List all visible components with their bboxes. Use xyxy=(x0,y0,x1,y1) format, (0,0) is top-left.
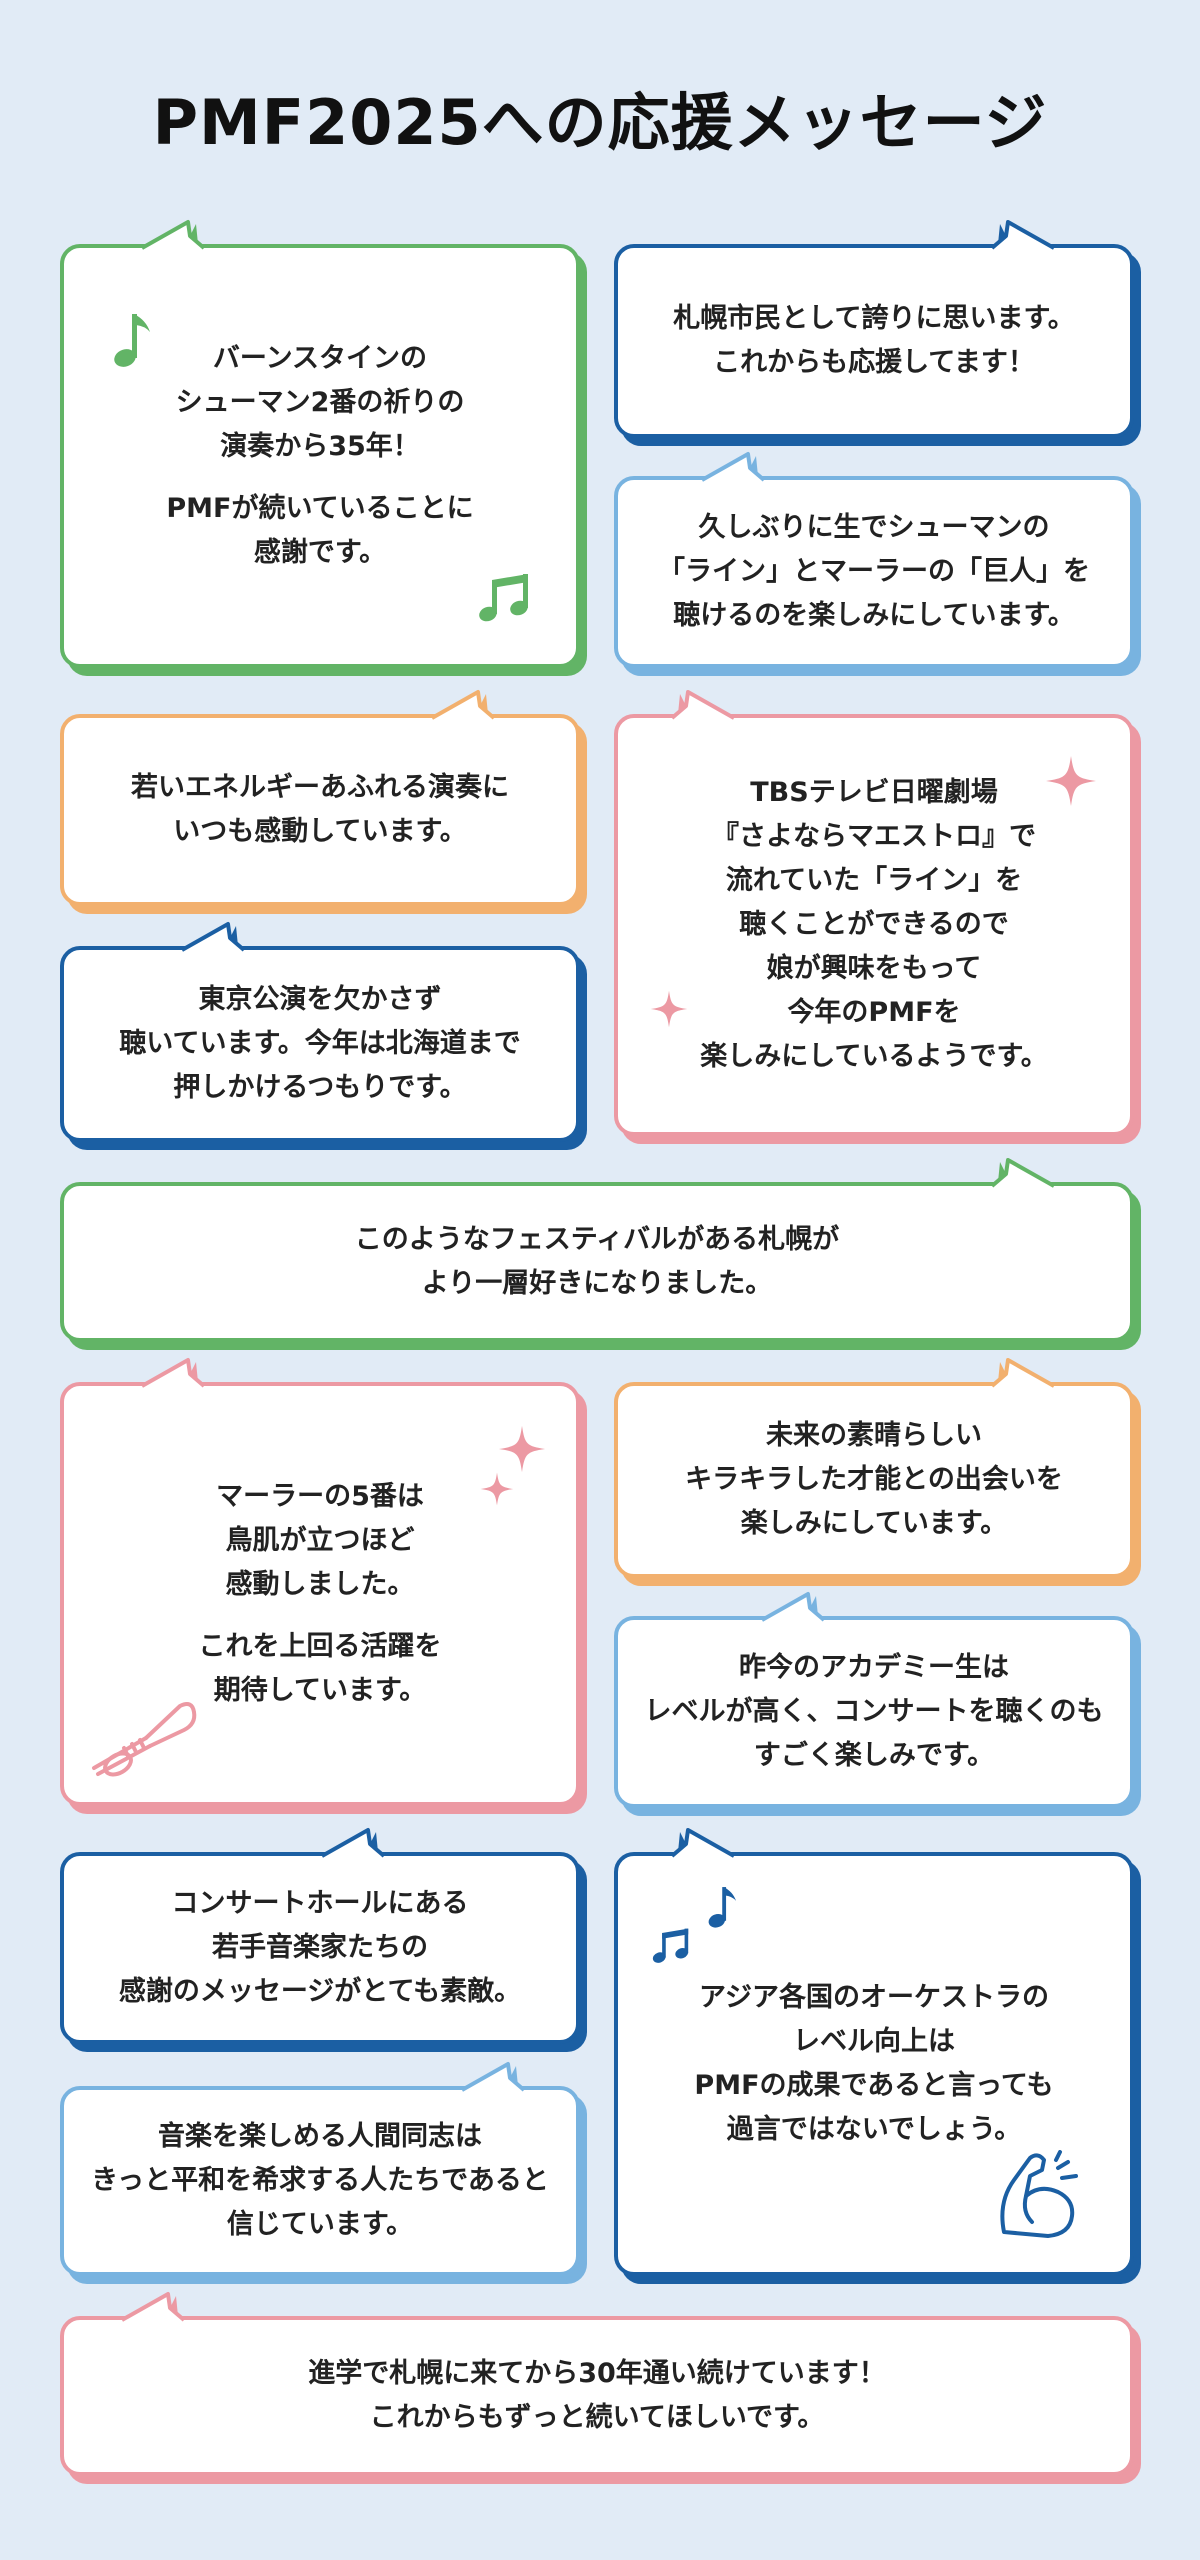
message-schumann-mahler: 久しぶりに生でシューマンの 「ライン」とマーラーの「巨人」を 聴けるのを楽しみに… xyxy=(614,476,1134,668)
sparkle-icon xyxy=(1046,756,1096,806)
speech-tail xyxy=(461,2062,526,2092)
message-tokyo-concerts: 東京公演を欠かさず 聴いています。今年は北海道まで 押しかけるつもりです。 xyxy=(60,946,580,1142)
speech-tail xyxy=(121,2292,186,2322)
message-academy-level: 昨今のアカデミー生は レベルが高く、コンサートを聴くのも すごく楽しみです。 xyxy=(614,1616,1134,1808)
message-text: 進学で札幌に来てから30年通い続けています！ これからもずっと続いてほしいです。 xyxy=(308,2358,886,2433)
message-text: 若いエネルギーあふれる演奏に いつも感動しています。 xyxy=(131,772,509,847)
message-text: 東京公演を欠かさず 聴いています。今年は北海道まで 押しかけるつもりです。 xyxy=(119,984,521,1103)
message-text: マーラーの5番は 鳥肌が立つほど 感動しました。 xyxy=(216,1481,424,1600)
message-text: バーンスタインの シューマン2番の祈りの 演奏から35年！ xyxy=(175,343,465,462)
message-text: アジア各国のオーケストラの レベル向上は PMFの成果であると言っても 過言では… xyxy=(694,1982,1054,2145)
sparkle-icon xyxy=(480,1472,514,1506)
speech-tail xyxy=(141,220,206,250)
message-asian-orchestras: アジア各国のオーケストラの レベル向上は PMFの成果であると言っても 過言では… xyxy=(614,1852,1134,2276)
message-festival-sapporo: このようなフェスティバルがある札幌が より一層好きになりました。 xyxy=(60,1182,1134,1342)
speech-tail xyxy=(670,1828,735,1858)
speech-tail xyxy=(990,1158,1055,1188)
music-note-icon xyxy=(708,1887,737,1928)
page-title: PMF2025への応援メッセージ xyxy=(152,86,1048,159)
message-text: PMFが続いていることに 感謝です。 xyxy=(166,493,474,568)
speech-tail xyxy=(990,220,1055,250)
music-note-icon xyxy=(114,314,150,367)
message-text: TBSテレビ日曜劇場 『さよならマエストロ』で 流れていた「ライン」を 聴くこと… xyxy=(700,777,1048,1072)
speech-tail xyxy=(670,690,735,720)
message-text: コンサートホールにある 若手音楽家たちの 感謝のメッセージがとても素敵。 xyxy=(118,1888,522,2007)
flexed-arm-icon xyxy=(1000,2150,1078,2238)
speech-tail xyxy=(701,452,766,482)
speech-tail xyxy=(321,1828,386,1858)
message-text: 昨今のアカデミー生は レベルが高く、コンサートを聴くのも すごく楽しみです。 xyxy=(644,1652,1104,1771)
speech-tail xyxy=(431,690,496,720)
message-30-years: 進学で札幌に来てから30年通い続けています！ これからもずっと続いてほしいです。 xyxy=(60,2316,1134,2476)
speech-tail xyxy=(761,1592,826,1622)
message-sayonara-maestro: TBSテレビ日曜劇場 『さよならマエストロ』で 流れていた「ライン」を 聴くこと… xyxy=(614,714,1134,1136)
speech-tail xyxy=(990,1358,1055,1388)
speech-tail xyxy=(141,1358,206,1388)
speech-tail xyxy=(181,922,246,952)
message-text: 久しぶりに生でシューマンの 「ライン」とマーラーの「巨人」を 聴けるのを楽しみに… xyxy=(658,512,1090,631)
sparkle-icon xyxy=(650,990,688,1028)
message-text: これを上回る活躍を 期待しています。 xyxy=(198,1631,442,1706)
trumpet-icon xyxy=(92,1702,197,1777)
message-peace: 音楽を楽しめる人間同志は きっと平和を希求する人たちであると 信じています。 xyxy=(60,2086,580,2276)
message-text: このようなフェスティバルがある札幌が より一層好きになりました。 xyxy=(354,1224,840,1299)
message-young-energy: 若いエネルギーあふれる演奏に いつも感動しています。 xyxy=(60,714,580,906)
beamed-notes-icon xyxy=(479,574,528,622)
message-proud-citizen: 札幌市民として誇りに思います。 これからも応援してます！ xyxy=(614,244,1134,438)
beamed-notes-icon xyxy=(652,1928,689,1963)
message-text: 音楽を楽しめる人間同志は きっと平和を希求する人たちであると 信じています。 xyxy=(91,2121,549,2240)
sparkle-icon xyxy=(498,1425,546,1473)
message-text: 札幌市民として誇りに思います。 これからも応援してます！ xyxy=(673,303,1075,378)
message-text: 未来の素晴らしい キラキラした才能との出会いを 楽しみにしています。 xyxy=(685,1420,1063,1539)
message-concert-hall: コンサートホールにある 若手音楽家たちの 感謝のメッセージがとても素敵。 xyxy=(60,1852,580,2044)
message-future-talent: 未来の素晴らしい キラキラした才能との出会いを 楽しみにしています。 xyxy=(614,1382,1134,1578)
